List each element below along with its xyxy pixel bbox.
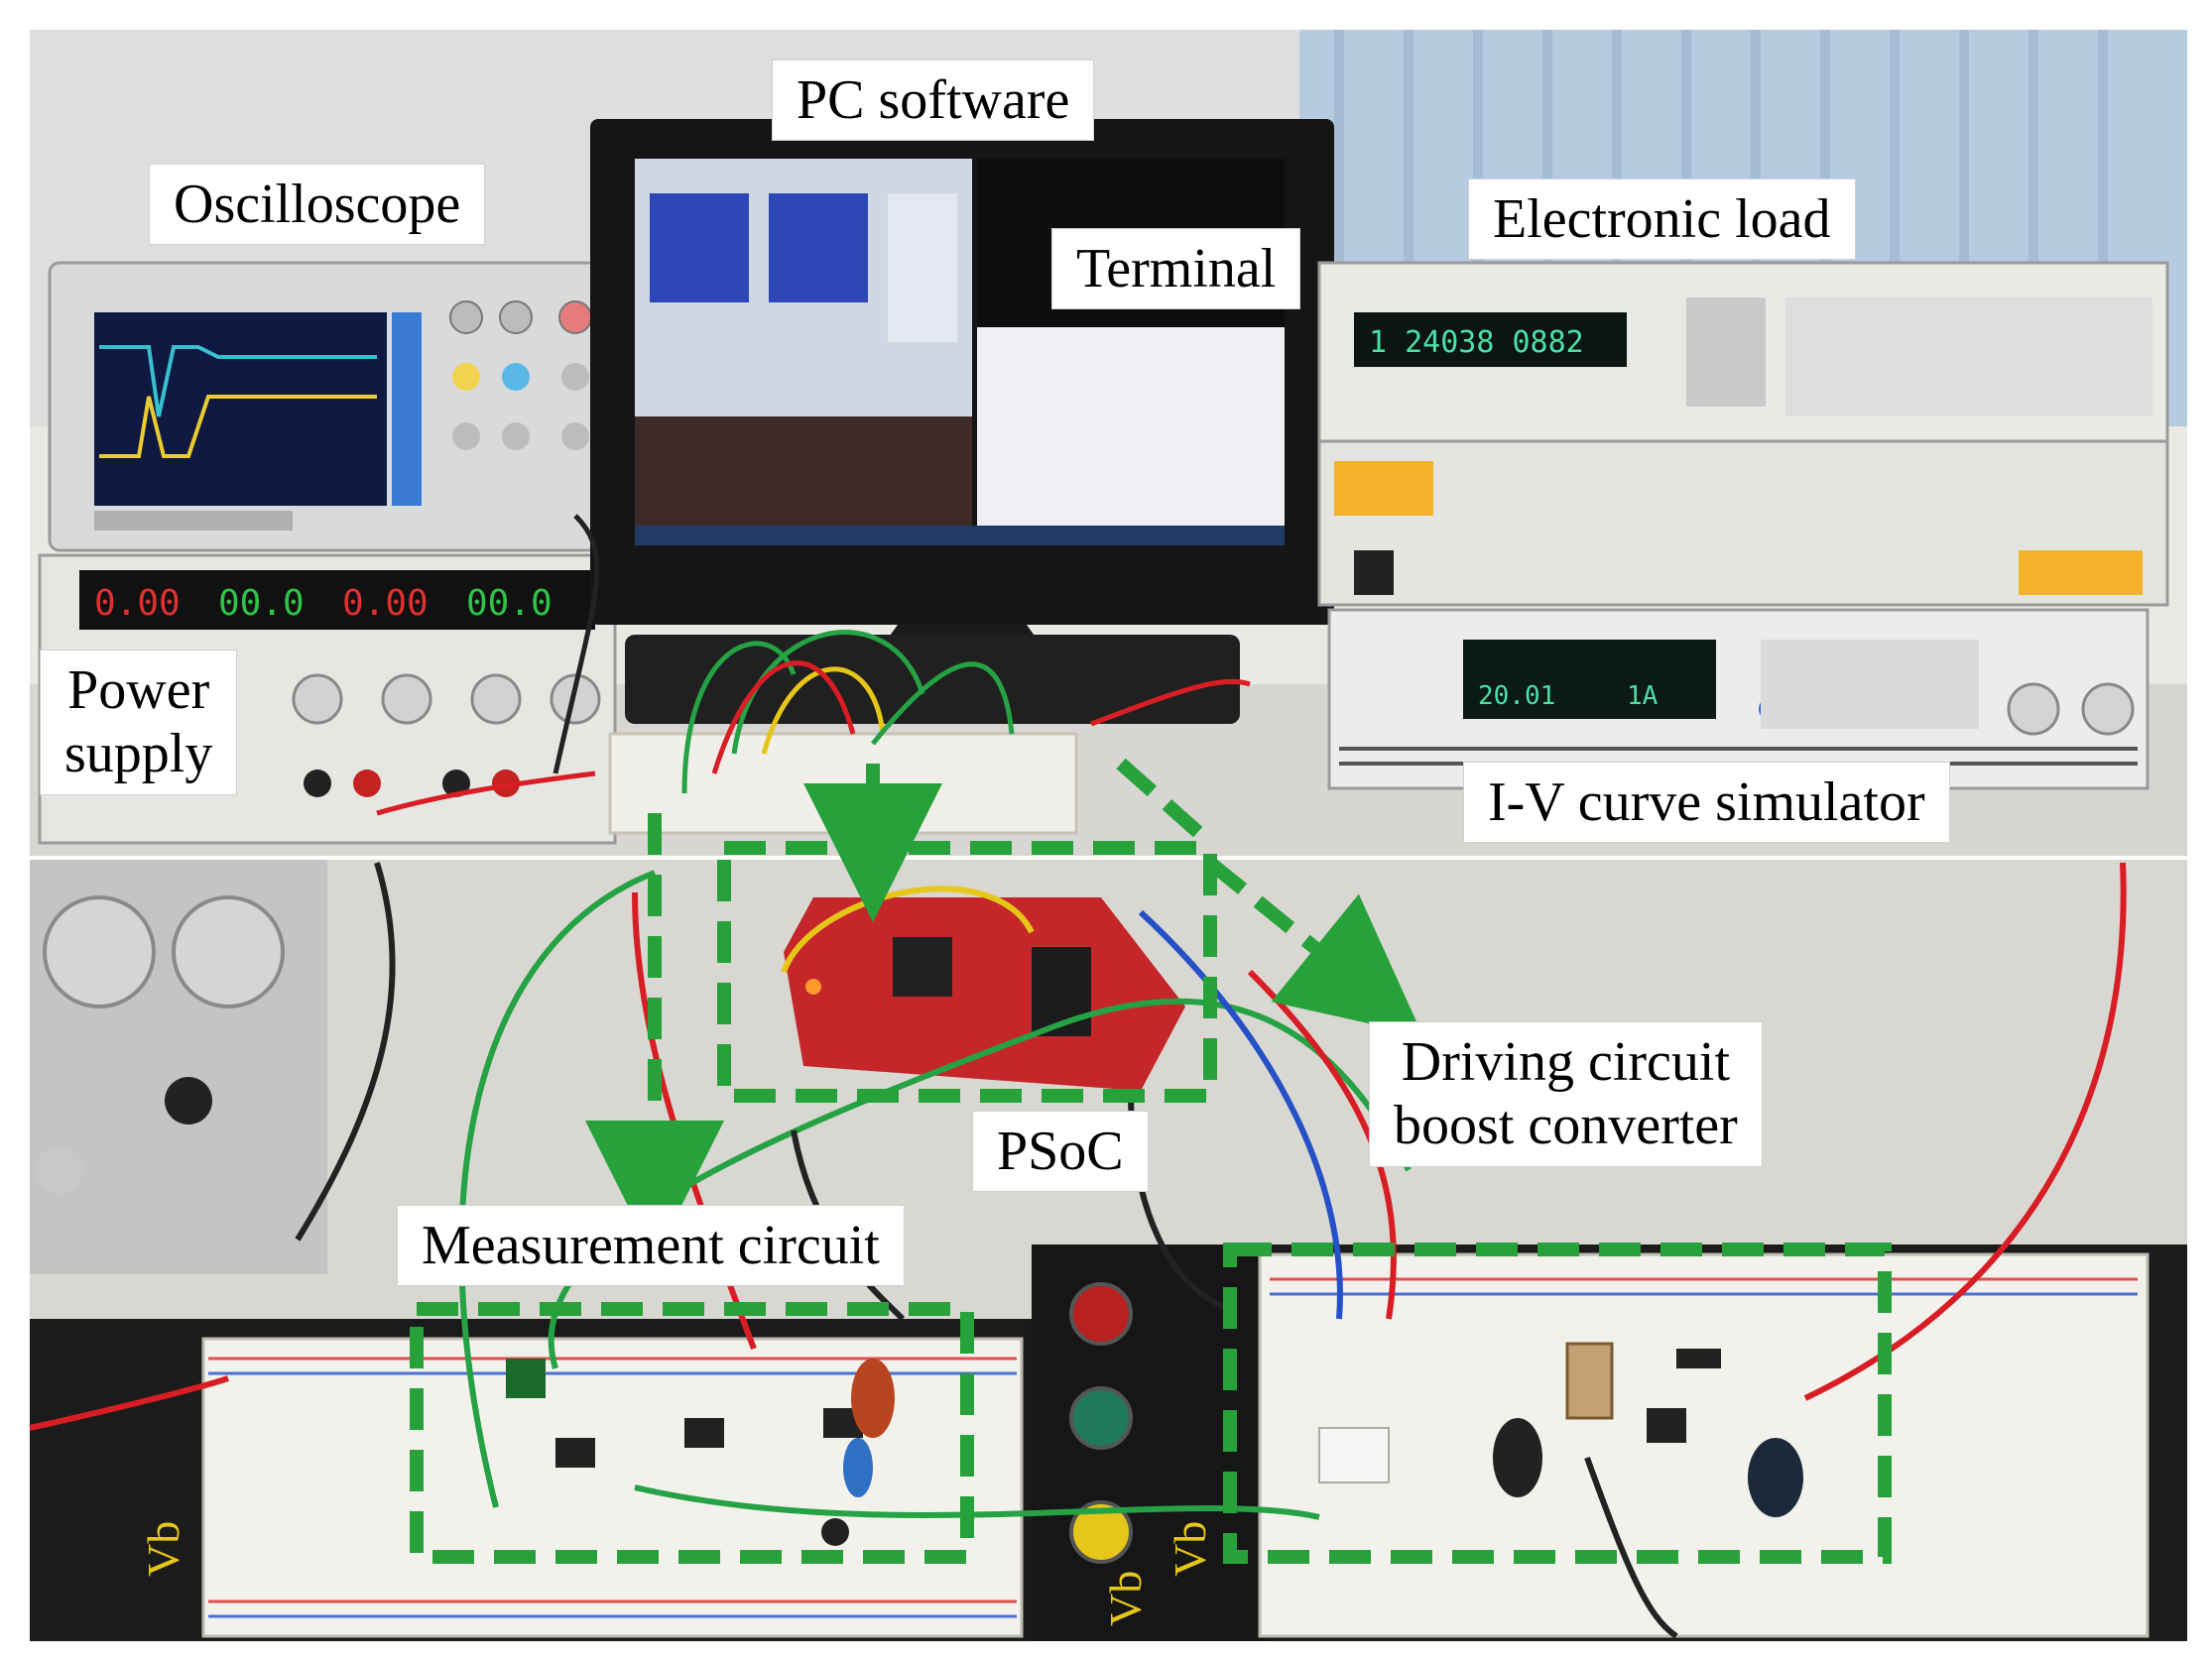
svg-text:0.00: 0.00 — [342, 583, 429, 624]
label-power-supply-line2: supply — [64, 723, 213, 785]
svg-text:00.0: 00.0 — [218, 583, 305, 624]
driving-breadboard — [1258, 1252, 2150, 1638]
small-breadboard — [608, 732, 1078, 835]
terminal-posts — [1069, 1282, 1133, 1564]
arrow-from-board — [1116, 758, 1215, 849]
label-electronic-load: Electronic load — [1468, 178, 1856, 261]
vb-label-right: Vb — [1165, 1521, 1215, 1577]
oscilloscope-device — [48, 261, 627, 552]
label-power-supply: Power supply — [40, 650, 238, 795]
electronic-load-device: 1 24038 0882 — [1317, 261, 2169, 607]
label-driving-line2: boost converter — [1394, 1095, 1738, 1157]
svg-text:20.01: 20.01 — [1478, 681, 1555, 711]
svg-text:1 24038 0882: 1 24038 0882 — [1369, 325, 1584, 360]
label-psoc: PSoC — [972, 1111, 1149, 1193]
label-iv-simulator: I-V curve simulator — [1463, 762, 1950, 844]
label-driving-circuit: Driving circuit boost converter — [1369, 1021, 1763, 1167]
svg-text:00.0: 00.0 — [466, 583, 553, 624]
iv-simulator-device: 20.01 1A — [1327, 608, 2150, 790]
driving-dashed-box — [1223, 1243, 1892, 1564]
vb-label-left: Vb — [138, 1521, 188, 1577]
pc-monitor — [590, 119, 1334, 659]
annotation-overlays — [410, 758, 1892, 1564]
measurement-dashed-box — [410, 1302, 974, 1564]
label-terminal: Terminal — [1051, 228, 1301, 310]
bottom-photo: Vb Vb Vb — [29, 858, 2187, 1641]
label-oscilloscope: Oscilloscope — [149, 164, 486, 246]
top-photo: 0.00 00.0 0.00 00.0 — [30, 30, 2187, 858]
svg-text:1A: 1A — [1627, 681, 1659, 711]
label-pc-software: PC software — [772, 59, 1095, 142]
arrow-to-driving — [1205, 857, 1423, 1036]
measurement-breadboard — [201, 1337, 1024, 1638]
label-driving-line1: Driving circuit — [1401, 1031, 1731, 1093]
vb-label-center: Vb — [1100, 1571, 1151, 1626]
label-measurement-circuit: Measurement circuit — [397, 1205, 905, 1287]
label-power-supply-line1: Power — [67, 659, 210, 721]
svg-text:0.00: 0.00 — [94, 583, 181, 624]
